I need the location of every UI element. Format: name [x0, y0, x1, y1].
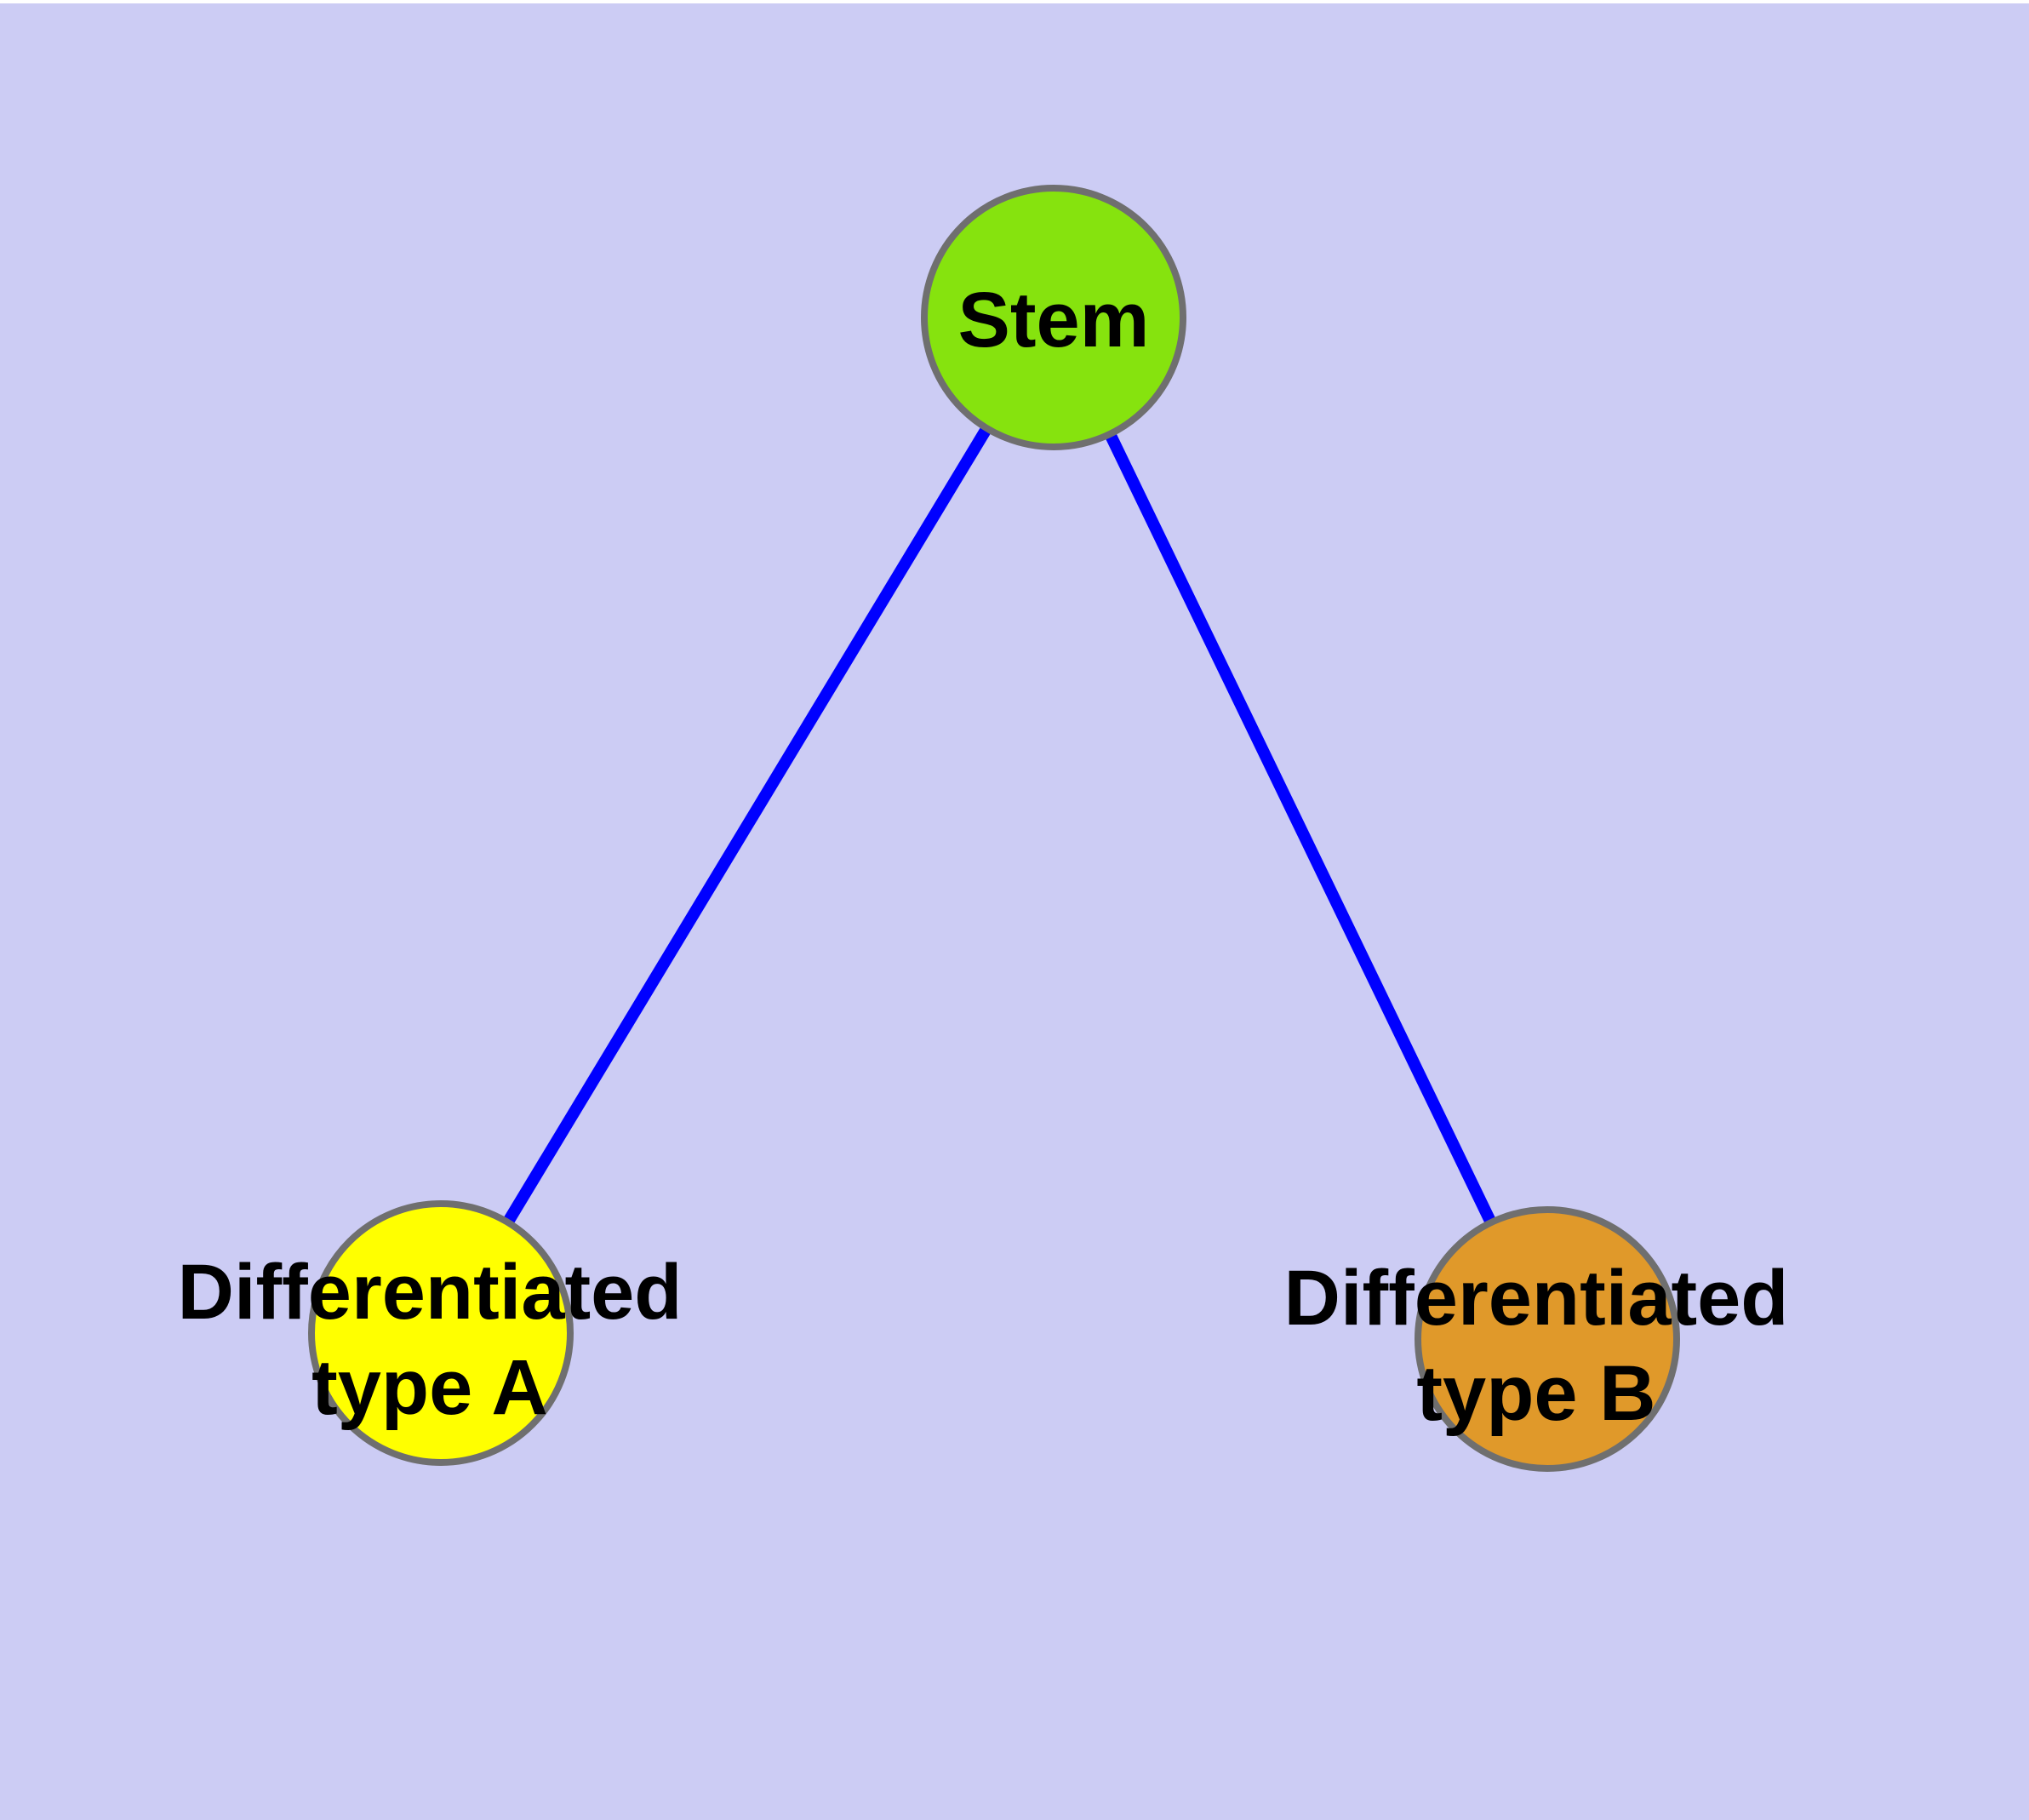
edge-stem-to-type-b	[1048, 314, 1553, 1342]
stem-node-label: Stem	[958, 277, 1150, 363]
type-b-node-label-line1: Differentiated	[1284, 1255, 1789, 1342]
type-b-node-label-line2: type B	[1416, 1350, 1655, 1437]
type-b-node	[1415, 1206, 1680, 1472]
type-a-node	[308, 1200, 574, 1466]
stem-node	[921, 185, 1186, 450]
type-a-node-label-line2: type A	[311, 1344, 548, 1431]
edge-stem-to-type-a	[436, 314, 1059, 1336]
type-a-node-label-line1: Differentiated	[178, 1249, 683, 1336]
